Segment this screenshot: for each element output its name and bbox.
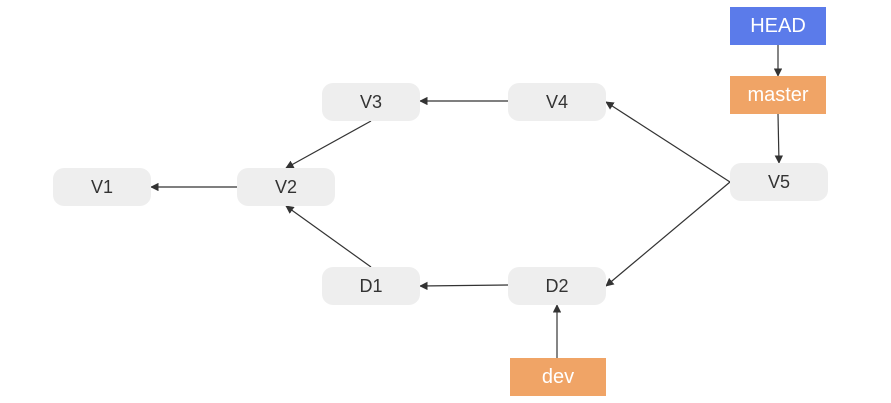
edge-v5-d2	[605, 181, 731, 287]
commit-label-v5: V5	[767, 171, 791, 192]
commit-node-v3: V3	[322, 83, 420, 121]
head-pointer: HEAD	[730, 7, 826, 45]
commit-node-d1: D1	[322, 267, 420, 305]
commit-label-v2: V2	[274, 176, 298, 197]
edge-v3-v2	[285, 120, 372, 169]
commit-label-v3: V3	[359, 91, 383, 112]
commit-label-v4: V4	[545, 91, 569, 112]
commit-label-d2: D2	[545, 275, 569, 296]
branch-dev: dev	[510, 358, 606, 396]
head-label: HEAD	[750, 14, 806, 37]
commit-node-v1: V1	[53, 168, 151, 206]
edge-d2-d1	[419, 281, 509, 291]
commit-label-d1: D1	[359, 275, 383, 296]
branch-dev-label: dev	[541, 365, 575, 388]
branch-master-label: master	[747, 83, 809, 106]
edge-master-v5	[774, 113, 784, 164]
commit-node-d2: D2	[508, 267, 606, 305]
commit-label-v1: V1	[90, 176, 114, 197]
commit-node-v5: V5	[730, 163, 828, 201]
commit-node-v2: V2	[237, 168, 335, 206]
commit-node-v4: V4	[508, 83, 606, 121]
edge-v5-v4	[605, 101, 731, 183]
branch-master: master	[730, 76, 826, 114]
edge-d1-v2	[285, 205, 372, 268]
